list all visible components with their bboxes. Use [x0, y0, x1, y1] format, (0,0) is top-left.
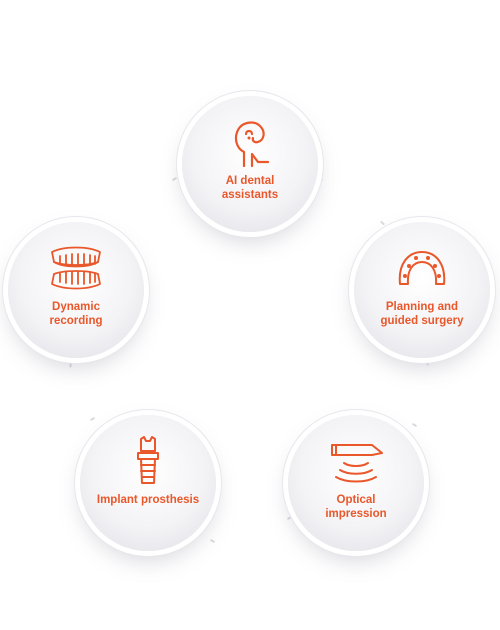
connector-tick [69, 362, 72, 368]
connector-tick [411, 422, 418, 428]
implant-icon [120, 435, 176, 487]
connector-tick [317, 176, 324, 182]
dentures-icon [48, 242, 104, 294]
node-planning-guided-surgery[interactable]: Planning and guided surgery [354, 222, 490, 358]
node-optical-impression[interactable]: Optical impression [288, 415, 424, 551]
node-ai-dental-assistants[interactable]: AI dental assistants [182, 96, 318, 232]
node-label: Dynamic recording [49, 301, 103, 327]
node-label: AI dental assistants [221, 175, 279, 201]
connector-tick [171, 176, 178, 182]
node-label: Optical impression [325, 494, 387, 520]
dental-arch-icon [394, 242, 450, 294]
node-label: Implant prosthesis [96, 494, 200, 506]
connector-tick [426, 360, 429, 366]
intraoral-scanner-icon [328, 435, 384, 487]
connector-tick [209, 538, 216, 544]
ai-assistant-icon [222, 116, 278, 168]
node-label: Planning and guided surgery [380, 301, 464, 327]
connector-tick [286, 515, 293, 521]
connector-tick [89, 416, 96, 422]
node-dynamic-recording[interactable]: Dynamic recording [8, 222, 144, 358]
connector-tick [379, 220, 386, 226]
node-implant-prosthesis[interactable]: Implant prosthesis [80, 415, 216, 551]
